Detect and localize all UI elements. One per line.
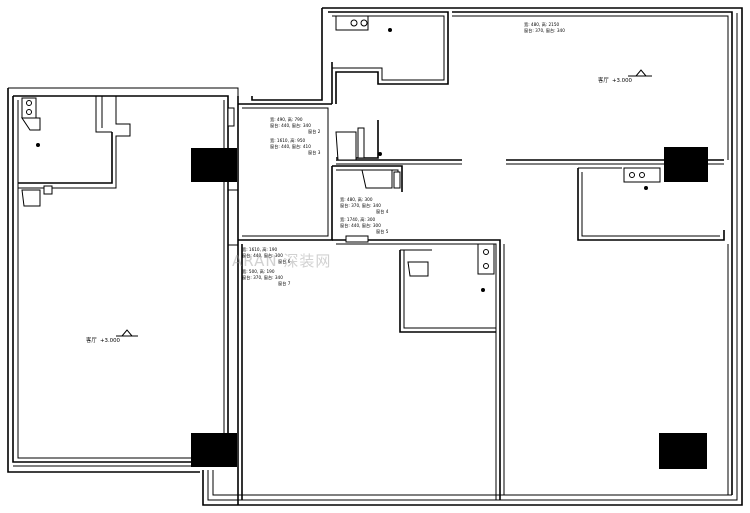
- level-mark-right: 客厅 +3.000: [598, 69, 652, 84]
- window-spec-line: 窗台: 370, 窗台: 340: [524, 27, 565, 34]
- window-spec-line: 宽: 500, 高: 190: [242, 268, 275, 275]
- window-spec-line: 窗台: 440, 窗台: 300: [242, 252, 283, 259]
- floor-drain-icon: [481, 288, 485, 292]
- level-mark-value: +3.000: [612, 78, 633, 84]
- window-spec-line: 窗台: 440, 窗台: 300: [340, 222, 381, 229]
- center-apartment-walls: [237, 62, 501, 505]
- window-spec-line: 宽: 1740, 高: 300: [340, 216, 376, 223]
- floor-drain-icon: [378, 152, 382, 156]
- window-spec-w4: 宽: 480, 高: 300 窗台: 370, 窗台: 340 窗台 4: [340, 196, 389, 215]
- window-spec-line: 宽: 480, 高: 2150: [524, 21, 560, 28]
- window-spec-w7: 宽: 500, 高: 190 窗台: 370, 窗台: 340 窗台 7: [242, 268, 291, 287]
- door-icon: [227, 107, 369, 243]
- sink-icon: [477, 243, 495, 275]
- window-spec-line: 窗台: 440, 窗台: 340: [270, 122, 311, 129]
- window-spec-w1: 宽: 480, 高: 2150 窗台: 370, 窗台: 340: [524, 21, 565, 34]
- window-spec-line: 宽: 480, 高: 300: [340, 196, 373, 203]
- window-spec-line: 宽: 1610, 高: 190: [242, 246, 278, 253]
- floor-drain-icon: [644, 186, 648, 190]
- level-triangle-icon: [628, 69, 652, 77]
- column: [191, 148, 237, 182]
- level-mark-left: 客厅 +3.000: [86, 329, 138, 344]
- window-spec-w3: 宽: 1610, 高: 950 窗台: 440, 窗台: 410 窗台 3: [270, 137, 321, 156]
- basin-icon: [361, 169, 401, 189]
- window-spec-line: 窗台 7: [278, 280, 291, 287]
- window-spec-line: 宽: 1610, 高: 950: [270, 137, 306, 144]
- column: [191, 433, 237, 467]
- window-spec-line: 窗台 3: [308, 149, 321, 156]
- sink-icon: [21, 97, 41, 131]
- basin-icon: [335, 127, 365, 161]
- window-spec-w6: 宽: 1610, 高: 190 窗台: 440, 窗台: 300 窗台 6: [242, 246, 291, 265]
- column: [659, 433, 707, 469]
- window-spec-line: 窗台: 370, 窗台: 340: [242, 274, 283, 281]
- window-spec-line: 窗台: 440, 窗台: 410: [270, 143, 311, 150]
- columns: [191, 147, 708, 469]
- level-triangle-icon: [116, 329, 138, 337]
- level-mark-label: 客厅: [86, 336, 97, 344]
- fixtures: [21, 15, 661, 292]
- watermark: ARAN 深装网: [232, 252, 331, 270]
- sink-icon: [335, 15, 369, 31]
- level-mark-value: +3.000: [100, 338, 121, 344]
- window-spec-line: 窗台 6: [278, 258, 291, 265]
- basin-icon: [21, 185, 53, 207]
- column: [664, 147, 708, 182]
- window-spec-line: 宽: 490, 高: 790: [270, 116, 303, 123]
- level-mark-label: 客厅: [598, 76, 609, 84]
- basin-icon: [407, 261, 429, 277]
- right-apartment-walls: [328, 11, 733, 495]
- window-spec-w5: 宽: 1740, 高: 300 窗台: 440, 窗台: 300 窗台 5: [340, 216, 389, 235]
- window-spec-line: 窗台 5: [376, 228, 389, 235]
- window-spec-line: 窗台 4: [376, 208, 389, 215]
- window-spec-w2: 宽: 490, 高: 790 窗台: 440, 窗台: 340 窗台 2: [270, 116, 321, 135]
- window-spec-line: 窗台 2: [308, 128, 321, 135]
- outer-boundary: [7, 7, 743, 506]
- window-spec-line: 窗台: 370, 窗台: 340: [340, 202, 381, 209]
- floor-drain-icon: [36, 143, 40, 147]
- floor-drain-icon: [388, 28, 392, 32]
- sink-icon: [623, 167, 661, 183]
